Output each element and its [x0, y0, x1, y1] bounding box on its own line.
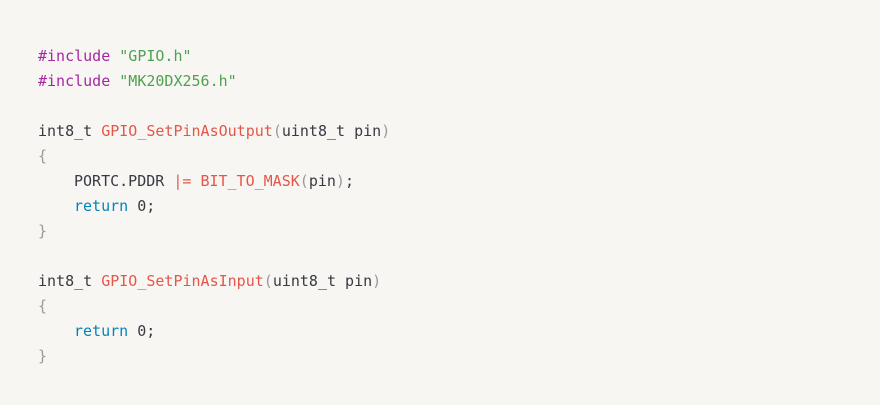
code-token-ident: pin	[336, 272, 373, 290]
code-line: #include "GPIO.h"	[38, 44, 880, 69]
code-token-punct: }	[38, 222, 48, 240]
code-token-ident: PORTC.PDDR	[74, 172, 174, 190]
code-token-ident	[92, 272, 101, 290]
code-token-keyword: return	[74, 197, 129, 215]
code-token-ident: pin	[308, 172, 336, 190]
code-line: PORTC.PDDR |= BIT_TO_MASK(pin);	[38, 169, 880, 194]
code-token-punct: {	[38, 297, 48, 315]
code-token-punct: (	[299, 172, 309, 190]
code-token-directive: #include	[38, 47, 111, 65]
code-token-func: GPIO_SetPinAsOutput	[101, 122, 273, 140]
code-token-ident: pin	[345, 122, 382, 140]
code-line	[38, 244, 880, 269]
code-line: {	[38, 144, 880, 169]
code-line: int8_t GPIO_SetPinAsOutput(uint8_t pin)	[38, 119, 880, 144]
code-token-type: uint8_t	[281, 122, 346, 140]
code-token-punct: )	[381, 122, 391, 140]
code-token-type: int8_t	[38, 122, 93, 140]
code-token-func: BIT_TO_MASK	[200, 172, 300, 190]
code-line: return 0;	[38, 319, 880, 344]
code-token-ident: ;	[344, 172, 354, 190]
code-token-punct: (	[272, 122, 282, 140]
code-token-string: "GPIO.h"	[119, 47, 192, 65]
code-token-type: int8_t	[38, 272, 93, 290]
code-token-type: uint8_t	[272, 272, 337, 290]
code-token-ident	[92, 122, 101, 140]
code-token-ident	[110, 72, 119, 90]
code-token-number: 0	[137, 197, 147, 215]
code-line: return 0;	[38, 194, 880, 219]
code-token-number: 0	[137, 322, 147, 340]
code-token-func: GPIO_SetPinAsInput	[101, 272, 264, 290]
code-token-ident: ;	[146, 322, 156, 340]
code-token-ident	[128, 322, 137, 340]
code-token-ident	[128, 197, 137, 215]
code-token-op: |=	[173, 172, 192, 190]
code-token-ident	[110, 47, 119, 65]
code-line: int8_t GPIO_SetPinAsInput(uint8_t pin)	[38, 269, 880, 294]
code-token-punct: )	[372, 272, 382, 290]
code-line: #include "MK20DX256.h"	[38, 69, 880, 94]
code-line: {	[38, 294, 880, 319]
code-line: }	[38, 344, 880, 369]
code-token-punct: )	[335, 172, 345, 190]
code-token-keyword: return	[74, 322, 129, 340]
code-token-punct: }	[38, 347, 48, 365]
code-token-directive: #include	[38, 72, 111, 90]
code-token-punct: {	[38, 147, 48, 165]
code-token-punct: (	[263, 272, 273, 290]
code-token-ident: ;	[146, 197, 156, 215]
code-line: }	[38, 219, 880, 244]
code-line	[38, 94, 880, 119]
code-token-string: "MK20DX256.h"	[119, 72, 237, 90]
